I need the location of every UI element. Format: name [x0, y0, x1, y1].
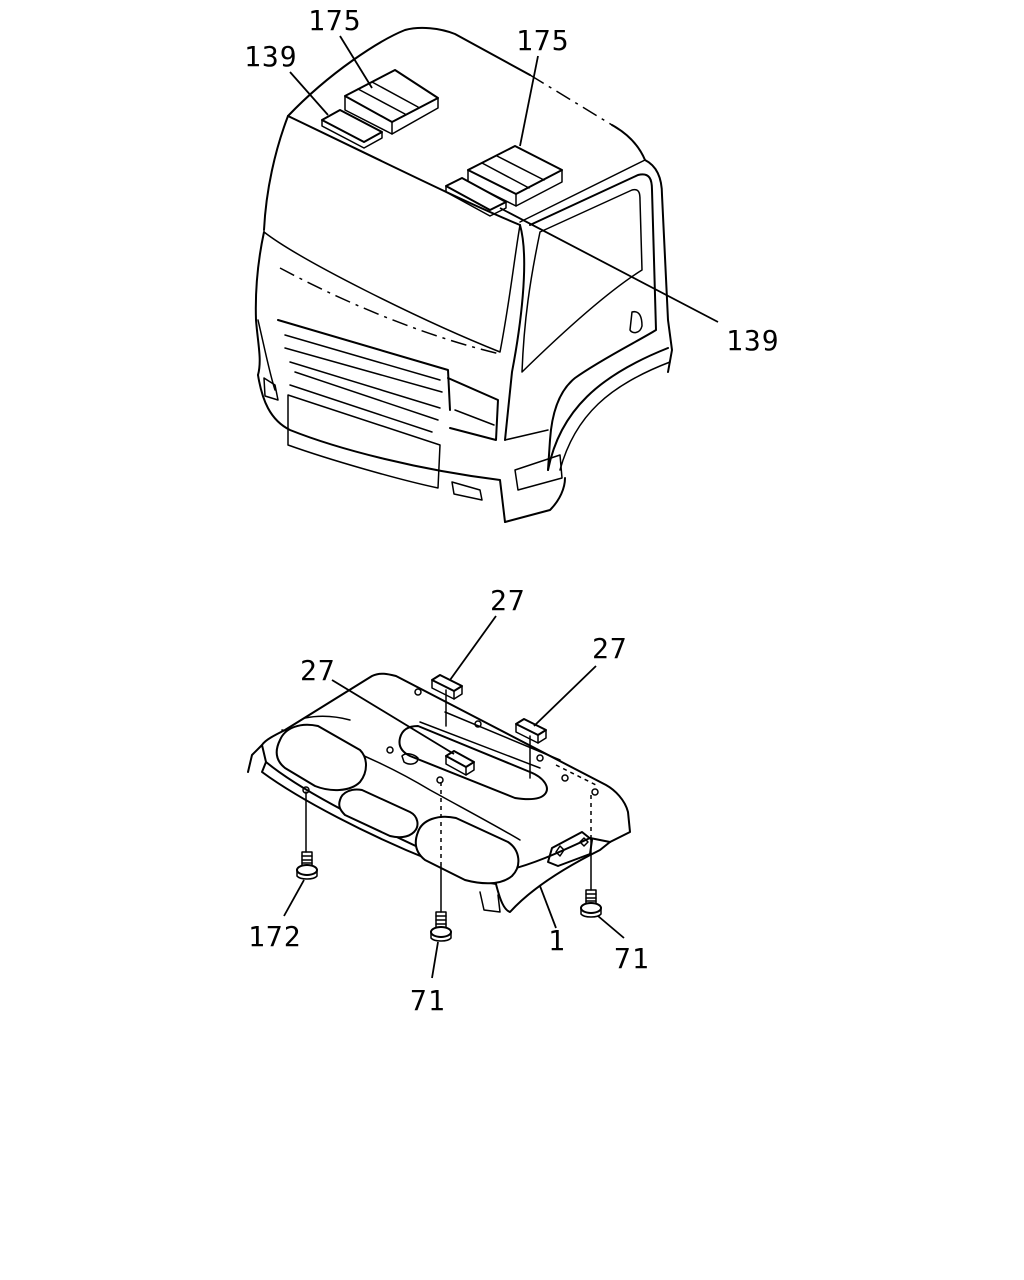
liner-pad-top: [431, 674, 463, 700]
screw-center: [430, 911, 452, 942]
callout-139-left: 139: [244, 40, 298, 73]
roof-pad-left: [344, 69, 439, 135]
liner-pad-left: [445, 750, 475, 776]
leader-71-right: [597, 915, 625, 939]
leader-71-center: [431, 941, 439, 979]
truck-cab: [254, 26, 673, 523]
leader-175-right: [519, 55, 539, 147]
roof-pad-right: [467, 145, 563, 207]
callout-175-right: 175: [516, 24, 570, 57]
leader-27-left: [331, 679, 455, 755]
callout-172: 172: [248, 920, 302, 953]
screw-left: [296, 851, 318, 880]
screw-right: [580, 889, 602, 918]
callout-175-left: 175: [308, 4, 362, 37]
roof-strip-left: [321, 109, 383, 149]
leader-27-right: [533, 665, 597, 727]
callout-1: 1: [548, 924, 566, 957]
roof-strip-right: [445, 177, 507, 217]
leader-175-left: [339, 35, 373, 89]
leader-172: [283, 879, 305, 917]
callout-139-right: 139: [726, 324, 780, 357]
callout-27-top: 27: [490, 584, 526, 617]
callout-71-right: 71: [614, 942, 650, 975]
callout-71-center: 71: [410, 984, 446, 1017]
leader-139-left: [289, 71, 329, 116]
callout-27-right: 27: [592, 632, 628, 665]
leader-1: [539, 885, 557, 929]
leader-27-top: [449, 615, 497, 681]
callout-27-left: 27: [300, 654, 336, 687]
leader-139-right: [499, 207, 719, 323]
liner-pad-right: [515, 718, 547, 744]
